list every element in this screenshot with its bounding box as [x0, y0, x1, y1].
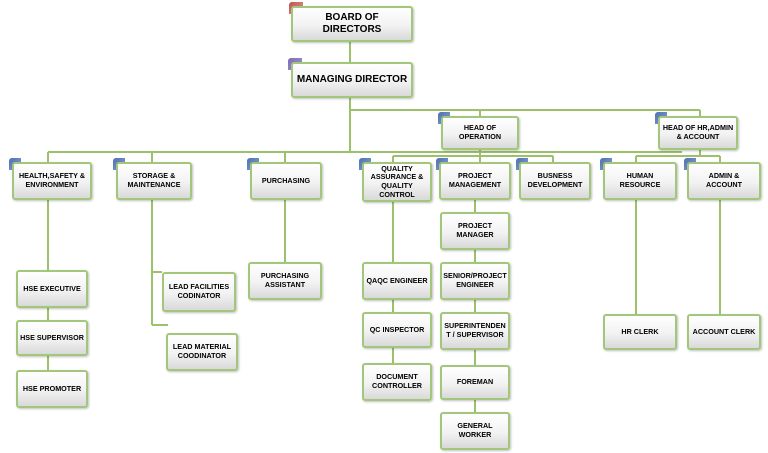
- superintendent-box: SUPERINTENDEN T / SUPERVISOR: [440, 312, 510, 350]
- hse-promoter-label: HSE PROMOTER: [22, 383, 82, 393]
- head-operation-label: HEAD OF OPERATION: [458, 123, 502, 141]
- qaqc-box: QUALITY ASSURANCE & QUALITY CONTROL: [362, 162, 432, 202]
- superintendent-label: SUPERINTENDEN T / SUPERVISOR: [444, 321, 506, 339]
- project-manager-label: PROJECT MANAGER: [456, 221, 494, 239]
- purchasing-assistant-box: PURCHASING ASSISTANT: [248, 262, 322, 300]
- qc-inspector-box: QC INSPECTOR: [362, 312, 432, 348]
- md-label: MANAGING DIRECTOR: [296, 74, 408, 85]
- head-of-hr-box: HEAD OF HR,ADMIN & ACCOUNT: [658, 116, 738, 150]
- hr-clerk-label: HR CLERK: [621, 326, 659, 336]
- general-worker-label: GENERAL WORKER: [457, 421, 493, 439]
- project-management-box: PROJECT MANAGEMENT: [439, 162, 511, 200]
- project-manager-box: PROJECT MANAGER: [440, 212, 510, 250]
- storage-box: STORAGE & MAINTENANCE: [116, 162, 192, 200]
- head-hr-label: HEAD OF HR,ADMIN & ACCOUNT: [662, 123, 734, 141]
- managing-director-box: MANAGING DIRECTOR: [291, 62, 413, 98]
- hse-executive-box: HSE EXECUTIVE: [16, 270, 88, 308]
- board-of-directors-box: BOARD OF DIRECTORS: [291, 6, 413, 42]
- hse-label: HEALTH,SAFETY & ENVIRONMENT: [18, 171, 86, 189]
- foreman-label: FOREMAN: [456, 377, 494, 387]
- qaqc-engineer-box: QAQC ENGINEER: [362, 262, 432, 300]
- hse-executive-label: HSE EXECUTIVE: [23, 283, 81, 293]
- purchasing-label: PURCHASING: [261, 175, 311, 185]
- document-controller-box: DOCUMENT CONTROLLER: [362, 363, 432, 401]
- admin-account-box: ADMIN & ACCOUNT: [687, 162, 761, 200]
- qc-inspector-label: QC INSPECTOR: [369, 324, 425, 334]
- account-clerk-box: ACCOUNT CLERK: [687, 314, 761, 350]
- hr-clerk-box: HR CLERK: [603, 314, 677, 350]
- foreman-box: FOREMAN: [440, 365, 510, 400]
- human-resource-box: HUMAN RESOURCE: [603, 162, 677, 200]
- business-development-box: BUSNESS DEVELOPMENT: [519, 162, 591, 200]
- business-dev-label: BUSNESS DEVELOPMENT: [527, 171, 583, 189]
- senior-engineer-box: SENIOR/PROJECT ENGINEER: [440, 262, 510, 300]
- head-of-operation-box: HEAD OF OPERATION: [441, 116, 519, 150]
- account-clerk-label: ACCOUNT CLERK: [692, 326, 756, 336]
- project-mgmt-label: PROJECT MANAGEMENT: [448, 171, 502, 189]
- storage-label: STORAGE & MAINTENANCE: [127, 171, 181, 189]
- general-worker-box: GENERAL WORKER: [440, 412, 510, 450]
- lead-material-label: LEAD MATERIAL COODINATOR: [172, 342, 232, 360]
- board-label: BOARD OF DIRECTORS: [322, 12, 382, 35]
- qaqc-engineer-label: QAQC ENGINEER: [366, 275, 428, 285]
- senior-engineer-label: SENIOR/PROJECT ENGINEER: [443, 271, 507, 289]
- purchasing-assistant-label: PURCHASING ASSISTANT: [260, 271, 310, 289]
- hse-box: HEALTH,SAFETY & ENVIRONMENT: [12, 162, 92, 200]
- qaqc-label: QUALITY ASSURANCE & QUALITY CONTROL: [370, 163, 424, 199]
- lead-material-box: LEAD MATERIAL COODINATOR: [166, 333, 238, 371]
- hse-supervisor-box: HSE SUPERVISOR: [16, 320, 88, 356]
- admin-account-label: ADMIN & ACCOUNT: [706, 171, 742, 189]
- hse-promoter-box: HSE PROMOTER: [16, 370, 88, 408]
- hse-supervisor-label: HSE SUPERVISOR: [20, 332, 84, 342]
- lead-facilities-box: LEAD FACILITIES CODINATOR: [162, 272, 236, 312]
- human-resource-label: HUMAN RESOURCE: [619, 171, 661, 189]
- purchasing-box: PURCHASING: [250, 162, 322, 200]
- document-controller-label: DOCUMENT CONTROLLER: [372, 372, 422, 390]
- lead-facilities-label: LEAD FACILITIES CODINATOR: [168, 282, 230, 300]
